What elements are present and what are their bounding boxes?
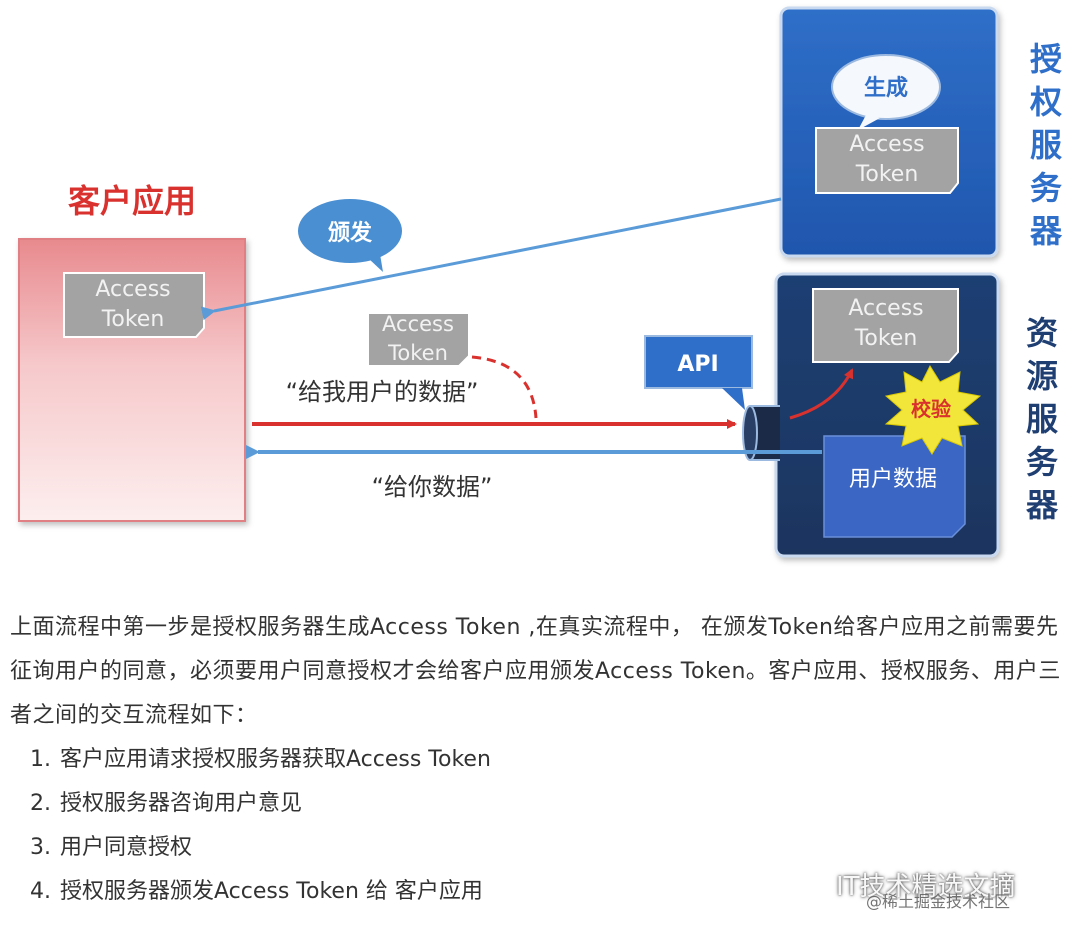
auth-token-line2: Token	[855, 162, 919, 187]
step-text: 用户同意授权	[60, 835, 193, 860]
response-caption: “给你数据”	[372, 473, 493, 501]
auth-token-line1: Access	[849, 132, 924, 157]
auth-label-char: 器	[1029, 212, 1063, 250]
request-token-line2: Token	[387, 341, 448, 365]
watermark-sub: @稀土掘金技术社区	[866, 892, 1011, 911]
step-number: 3.	[30, 835, 51, 860]
user-data-text: 用户数据	[849, 467, 937, 492]
resource-server-vertical-label: 资 源 服 务 器	[1025, 314, 1059, 524]
auth-label-char: 权	[1029, 83, 1062, 121]
flow-step: 4. 授权服务器颁发Access Token 给 客户应用	[10, 870, 1070, 914]
request-flow: Access Token “给我用户的数据” “给你数据”	[246, 312, 822, 501]
client-token-line2: Token	[101, 307, 165, 332]
watermark: IT技术精选文摘 @稀土掘金技术社区	[796, 866, 1056, 916]
resource-label-char: 资	[1026, 314, 1058, 352]
verify-badge-text: 校验	[911, 397, 951, 421]
request-dashed-curve	[471, 355, 538, 419]
oauth-flow-diagram: 客户应用 Access Token 生成 Access Token 授 权 服 …	[18, 6, 1063, 558]
step-text: 客户应用请求授权服务器获取Access Token	[60, 747, 491, 772]
step-number: 4.	[30, 879, 51, 904]
user-data-block: 用户数据	[823, 435, 966, 538]
step-number: 2.	[30, 791, 51, 816]
auth-generate-bubble: 生成	[831, 54, 941, 130]
resource-label-char: 器	[1025, 486, 1059, 524]
resource-token-line2: Token	[854, 326, 918, 351]
resource-label-char: 务	[1026, 443, 1058, 481]
auth-server-vertical-label: 授 权 服 务 器	[1029, 40, 1063, 250]
request-access-token: Access Token	[367, 312, 470, 367]
issue-bubble: 颁发	[298, 199, 402, 272]
auth-bubble-text: 生成	[864, 76, 908, 101]
issue-token-arrow: 颁发	[200, 197, 782, 321]
authorization-server: 生成 Access Token 授 权 服 务 器	[779, 6, 1063, 258]
auth-access-token: Access Token	[815, 127, 959, 194]
client-app: 客户应用 Access Token	[18, 182, 246, 522]
flow-step: 3. 用户同意授权	[10, 826, 1070, 870]
client-token-line1: Access	[95, 277, 170, 302]
flow-step: 2. 授权服务器咨询用户意见	[10, 782, 1070, 826]
resource-token-line1: Access	[848, 296, 923, 321]
flow-step: 1. 客户应用请求授权服务器获取Access Token	[10, 738, 1070, 782]
api-label-box: API	[644, 335, 753, 410]
flow-steps-list: 1. 客户应用请求授权服务器获取Access Token 2. 授权服务器咨询用户意…	[10, 738, 1070, 914]
client-access-token: Access Token	[63, 272, 205, 338]
article-paragraph: 上面流程中第一步是授权服务器生成Access Token ,在真实流程中， 在颁…	[10, 615, 1061, 728]
resource-label-char: 服	[1026, 400, 1058, 438]
article-body: 上面流程中第一步是授权服务器生成Access Token ,在真实流程中， 在颁…	[10, 606, 1070, 914]
resource-access-token: Access Token	[812, 288, 959, 363]
auth-label-char: 授	[1030, 40, 1062, 78]
wechat-icon	[797, 872, 828, 896]
auth-label-char: 务	[1030, 169, 1062, 207]
request-token-line1: Access	[382, 312, 454, 336]
resource-label-char: 源	[1026, 357, 1058, 395]
step-text: 授权服务器颁发Access Token 给 客户应用	[60, 879, 483, 904]
client-title: 客户应用	[68, 182, 196, 220]
step-text: 授权服务器咨询用户意见	[60, 791, 303, 816]
auth-label-char: 服	[1030, 126, 1062, 164]
step-number: 1.	[30, 747, 51, 772]
verify-arrow	[789, 368, 854, 420]
api-label-text: API	[677, 352, 718, 377]
issue-bubble-text: 颁发	[328, 220, 373, 246]
request-caption: “给我用户的数据”	[286, 378, 479, 406]
resource-server: Access Token 用户数据 校验 资 源 服 务 器	[774, 272, 1059, 558]
api-gateway: API	[644, 335, 780, 461]
watermark-main: IT技术精选文摘	[836, 872, 1016, 902]
verify-badge: 校验	[884, 364, 982, 455]
